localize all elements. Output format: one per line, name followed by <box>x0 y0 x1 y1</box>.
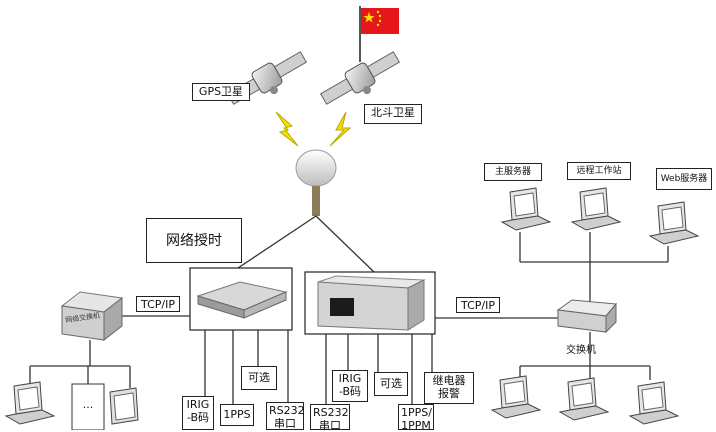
gnss-antenna-icon <box>295 149 337 216</box>
network-switch-left <box>60 291 124 342</box>
chassis-time-server <box>304 271 436 335</box>
laptop-web-server-icon <box>648 201 700 245</box>
network-timing-label: 网络授时 <box>146 218 242 263</box>
connection-lines <box>29 215 669 404</box>
lightning-icon <box>275 111 299 147</box>
dev2-output-rs232: RS232 串口 <box>310 404 350 432</box>
lightning-icon <box>329 111 352 147</box>
gps-satellite-icon <box>226 51 308 105</box>
ellipsis-box <box>71 383 105 430</box>
gps-satellite-label: GPS卫星 <box>192 83 250 101</box>
tcpip-right-label: TCP/IP <box>456 297 500 313</box>
tcpip-left-label: TCP/IP <box>136 296 180 312</box>
right-switch-label: 交换机 <box>566 345 596 356</box>
rack-time-server-1u <box>189 267 293 331</box>
dev2-output-irigb: IRIG -B码 <box>332 370 368 402</box>
laptop-icons <box>4 187 700 425</box>
dev1-output-optional: 可选 <box>241 366 277 390</box>
beidou-satellite-label: 北斗卫星 <box>364 104 422 124</box>
monitor-client-icon <box>109 387 139 425</box>
ellipsis-text: ... <box>83 398 94 411</box>
network-switch-right <box>556 299 617 334</box>
laptop-client-icon <box>4 381 56 425</box>
china-flag-icon <box>359 6 399 62</box>
web-server-label: Web服务器 <box>656 168 712 190</box>
dev2-output-1pps-1ppm: 1PPS/ 1PPM <box>398 404 434 432</box>
laptop-remote-workstation-icon <box>570 187 622 231</box>
beidou-satellite-icon <box>319 51 401 105</box>
dev2-output-optional: 可选 <box>374 372 408 396</box>
laptop-client-icon <box>628 381 680 425</box>
laptop-client-icon <box>490 375 542 419</box>
remote-workstation-label: 远程工作站 <box>567 162 631 180</box>
laptop-main-server-icon <box>500 187 552 231</box>
dev2-output-relay-alarm: 继电器 报警 <box>424 372 474 404</box>
main-server-label: 主服务器 <box>484 163 542 181</box>
laptop-client-icon <box>558 377 610 421</box>
dev1-output-rs232: RS232 串口 <box>266 402 305 430</box>
dev1-output-1pps: 1PPS <box>220 404 254 426</box>
dev1-output-irigb: IRIG -B码 <box>182 396 214 430</box>
